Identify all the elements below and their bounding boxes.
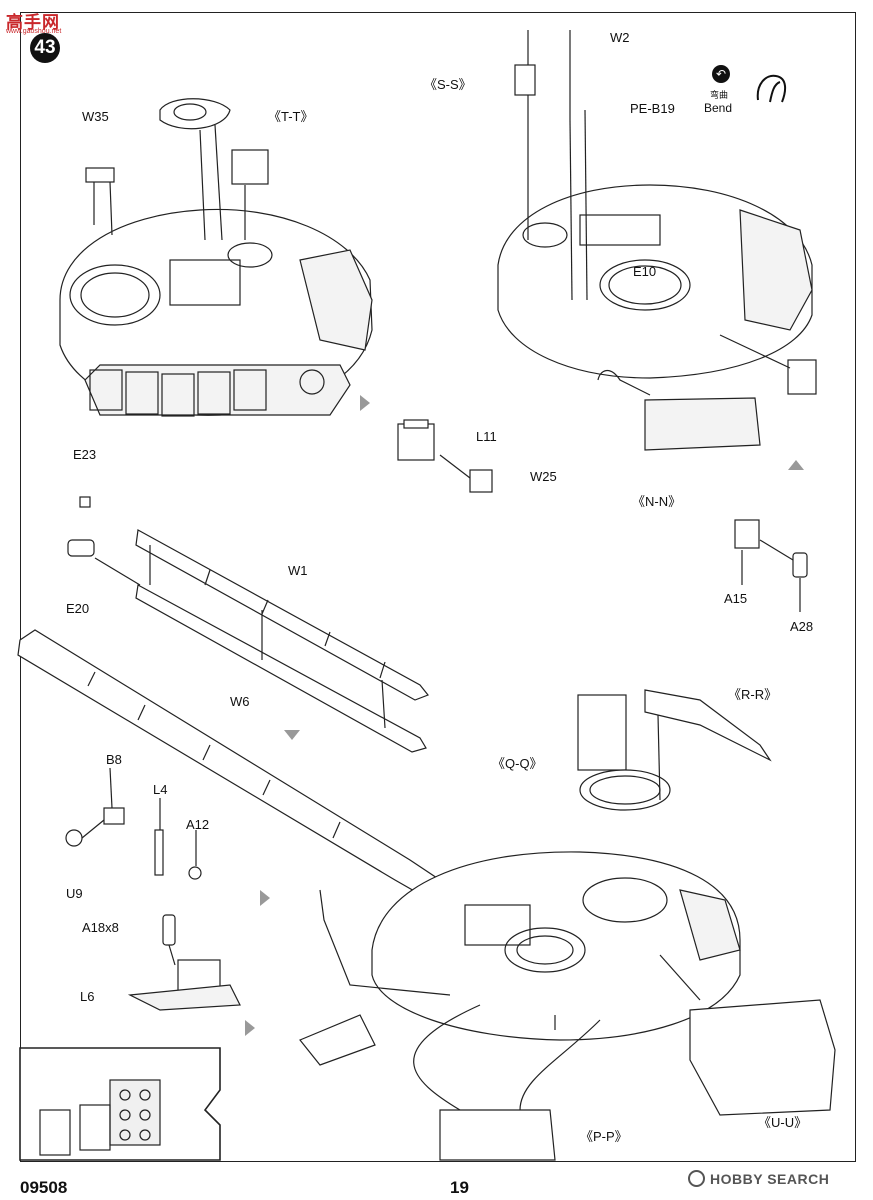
- label-e23: E23: [73, 447, 97, 462]
- label-pp: 《P-P》: [580, 1129, 628, 1144]
- label-w6: W6: [230, 694, 250, 709]
- footer-brand: HOBBY SEARCH: [710, 1171, 830, 1187]
- label-l4: L4: [153, 782, 168, 797]
- label-a18: A18x8: [82, 920, 119, 935]
- label-w25: W25: [530, 469, 557, 484]
- label-b8: B8: [106, 752, 122, 767]
- bend-part-icon: [756, 74, 787, 103]
- detail-inset: [19, 1047, 221, 1161]
- direction-arrows: [245, 395, 804, 1036]
- label-rr: 《R-R》: [728, 687, 778, 702]
- label-w2: W2: [610, 30, 630, 45]
- label-l11: L11: [476, 429, 497, 444]
- label-w35: W35: [82, 109, 109, 124]
- label-tt: 《T-T》: [268, 109, 314, 124]
- turret-upper-left: [59, 98, 373, 417]
- hobby-search-logo-icon: [688, 1170, 705, 1187]
- turret-upper-right: [497, 30, 817, 451]
- label-nn: 《N-N》: [632, 494, 682, 509]
- label-e20: E20: [66, 601, 90, 616]
- label-a28: A28: [790, 619, 814, 634]
- bend-symbol-icon: ↶: [712, 65, 730, 83]
- watermark-logo: 高手网: [6, 13, 60, 32]
- footer-kit-code: 09508: [20, 1178, 68, 1197]
- part-l11-w25: [397, 419, 493, 493]
- turret-bottom: [299, 851, 836, 1161]
- label-qq: 《Q-Q》: [492, 756, 543, 771]
- label-a12: A12: [186, 817, 210, 832]
- page-frame: [20, 12, 856, 1162]
- label-l6: L6: [80, 989, 95, 1004]
- label-ss: 《S-S》: [424, 77, 472, 92]
- watermark-url: www.gaoshou.net: [6, 28, 62, 35]
- part-rr-qq: [577, 689, 772, 811]
- label-e10: E10: [633, 264, 657, 279]
- bend-label-cn: 弯曲: [710, 90, 729, 100]
- label-a15: A15: [724, 591, 748, 606]
- footer-page-number: 19: [450, 1178, 469, 1197]
- label-uu: 《U-U》: [758, 1115, 808, 1130]
- barrels-w1-w6: [135, 529, 429, 753]
- small-parts-left: [65, 767, 241, 1011]
- label-u9: U9: [66, 886, 83, 901]
- label-w1: W1: [288, 563, 308, 578]
- label-peb19: PE-B19: [630, 101, 675, 116]
- part-e23-e20: [67, 496, 141, 586]
- bend-label-en: Bend: [704, 101, 733, 115]
- step-number: 43: [30, 33, 60, 63]
- part-a15-a28: [734, 519, 808, 612]
